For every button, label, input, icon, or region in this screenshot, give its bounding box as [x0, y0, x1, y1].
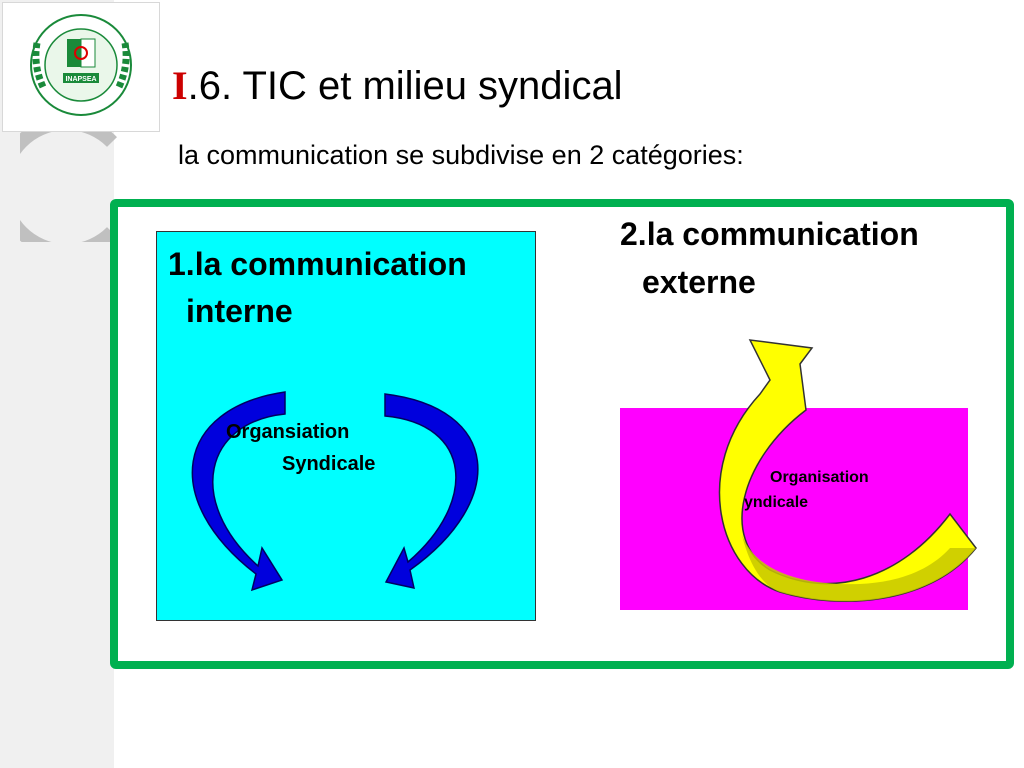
page-title: I.6. TIC et milieu syndical	[172, 62, 623, 109]
interne-org-line1: Organsiation	[226, 421, 350, 443]
title-number: .6.	[187, 64, 233, 108]
cycle-arrow-right-icon	[384, 393, 479, 589]
interne-heading-line2: interne	[186, 293, 293, 329]
externe-org-line2: yndicale	[744, 494, 809, 511]
logo: INAPSEA	[2, 2, 160, 132]
logo-text: INAPSEA	[65, 76, 96, 83]
externe-heading-line1: 2.la communication	[620, 216, 919, 252]
interne-org-line2: Syndicale	[282, 453, 376, 475]
outward-arrow-icon	[718, 339, 977, 603]
externe-heading-line2: externe	[642, 264, 756, 300]
outward-arrow-shade	[742, 535, 976, 602]
title-text: TIC et milieu syndical	[232, 64, 623, 108]
logo-emblem-icon: INAPSEA	[30, 14, 132, 116]
interne-heading-line1: 1.la communication	[168, 246, 467, 282]
title-roman-numeral: I	[172, 63, 188, 108]
content-frame	[110, 199, 1014, 669]
cycle-arrow-left-icon	[191, 391, 286, 592]
externe-org-line1: Organisation	[770, 469, 869, 486]
page-subtitle: la communication se subdivise en 2 catég…	[178, 140, 744, 170]
